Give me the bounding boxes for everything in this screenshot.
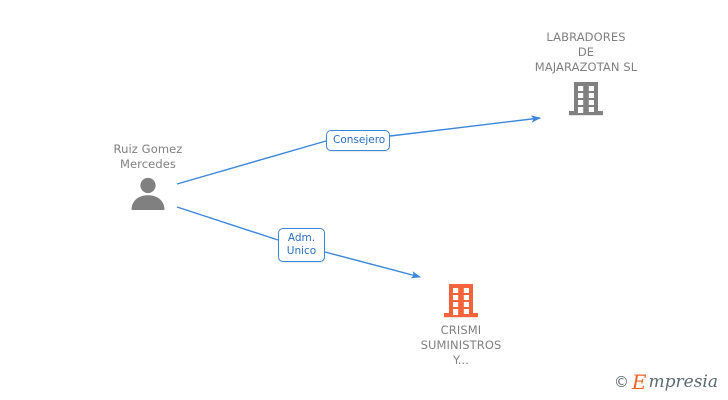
brand-name: mpresia <box>648 371 719 392</box>
node-person-label: Ruiz Gomez Mercedes <box>113 142 183 171</box>
node-company-labradores[interactable]: LABRADORES DE MAJARAZOTAN SL <box>516 30 656 117</box>
node-company-1-label: LABRADORES DE MAJARAZOTAN SL <box>534 30 638 74</box>
person-icon <box>131 177 165 210</box>
node-company-crismi[interactable]: CRISMI SUMINISTROS Y... <box>396 283 526 368</box>
edge-consejero <box>176 115 542 185</box>
brand-initial: E <box>631 370 647 394</box>
edge-label-adm-unico[interactable]: Adm. Unico <box>278 228 325 262</box>
node-person[interactable]: Ruiz Gomez Mercedes <box>78 142 218 210</box>
building-icon <box>444 284 478 318</box>
watermark-empresia: © E mpresia <box>614 372 718 392</box>
copyright-icon: © <box>613 372 629 391</box>
node-company-2-label: CRISMI SUMINISTROS Y... <box>420 323 502 367</box>
building-icon <box>569 82 603 116</box>
edge-adm-unico <box>176 206 422 279</box>
edge-label-consejero[interactable]: Consejero <box>326 130 390 151</box>
